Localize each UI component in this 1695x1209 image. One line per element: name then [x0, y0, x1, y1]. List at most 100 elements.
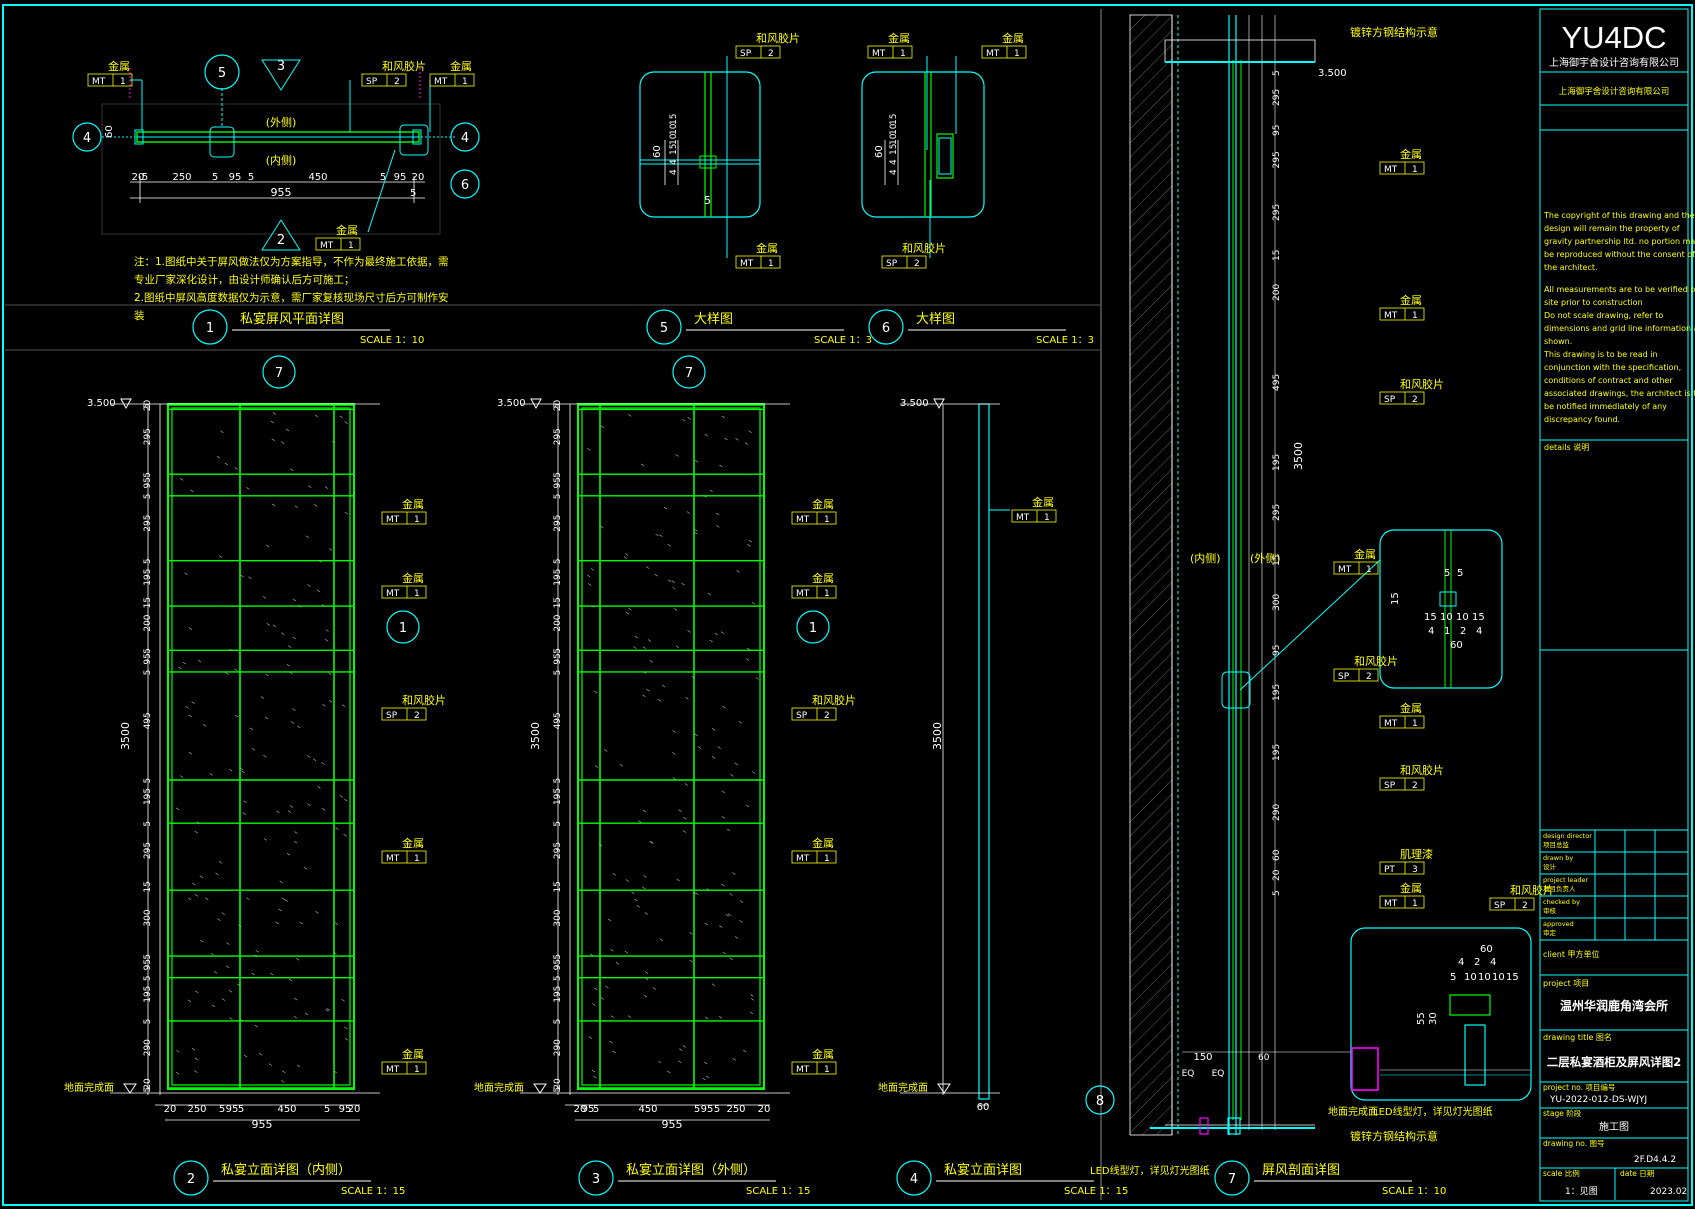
- dim: 5: [553, 1019, 563, 1025]
- tb-row-label: 审定: [1543, 928, 1557, 937]
- dim: 955: [662, 1118, 683, 1131]
- dim: 15: [1390, 592, 1401, 605]
- dim: 200: [1272, 284, 1282, 301]
- note-en-line: conjunction with the specification,: [1544, 363, 1681, 372]
- dim: 10: [1492, 972, 1505, 983]
- material-no: 1: [768, 259, 774, 269]
- dim: 5: [143, 494, 153, 500]
- dim: 450: [308, 172, 327, 183]
- copyright-line: design will remain the property of: [1544, 224, 1680, 233]
- view-title: 私宴立面详图（内侧）: [221, 1162, 351, 1178]
- floor-label: 地面完成面: [474, 1081, 524, 1094]
- note-line: 2.图纸中屏风高度数据仅为示意，需厂家复核现场尺寸后方可制作安: [134, 291, 449, 304]
- dim: 10: [1464, 972, 1477, 983]
- copyright-line: The copyright of this drawing and the: [1543, 211, 1695, 220]
- material-no: 1: [414, 589, 420, 599]
- dim: 295: [143, 842, 153, 859]
- dim: 95: [553, 959, 563, 970]
- view-scale: SCALE 1：3: [814, 335, 872, 346]
- project-no: YU-2022-012-DS-WJYJ: [1549, 1095, 1647, 1105]
- view-scale: SCALE 1：10: [1382, 1186, 1446, 1197]
- dim: 290: [553, 1039, 563, 1056]
- dim: 295: [143, 428, 153, 445]
- dim: 300: [553, 909, 563, 926]
- label: (内侧): [266, 153, 297, 167]
- label: 镀锌方钢结构示意: [1350, 1129, 1438, 1143]
- dim: 295: [1272, 89, 1282, 106]
- material-no: 1: [120, 77, 126, 87]
- material-name: 金属: [1400, 881, 1422, 895]
- label: date 日期: [1620, 1169, 1654, 1178]
- material-no: 1: [1366, 565, 1372, 575]
- material-name: 金属: [1002, 31, 1024, 45]
- dim: 60: [652, 145, 663, 158]
- dim: 15: [1272, 555, 1282, 566]
- dim: 5: [238, 1104, 244, 1115]
- label: 3.500: [1318, 68, 1347, 79]
- stage: 施工图: [1599, 1120, 1629, 1133]
- dim: 55: [1416, 1012, 1427, 1025]
- note-line: 注：1.图纸中关于屏风做法仅为方案指导，不作为最终施工依据，需: [134, 255, 449, 268]
- dim: 95: [143, 959, 153, 970]
- dim: 5: [714, 1104, 720, 1115]
- drawing-title: 二层私宴酒柜及屏风详图2: [1547, 1055, 1682, 1069]
- date: 2023.02: [1650, 1187, 1687, 1197]
- material-code: MT: [1384, 165, 1398, 175]
- callout-number: 8: [1096, 1094, 1104, 1109]
- material-name: 金属: [402, 836, 424, 850]
- dim: 195: [1272, 454, 1282, 471]
- view-scale: SCALE 1：15: [341, 1186, 405, 1197]
- note-en-line: This drawing is to be read in: [1543, 350, 1658, 359]
- dim: 5: [143, 954, 153, 960]
- dim: 2: [1474, 957, 1480, 968]
- label: (内侧): [1190, 551, 1221, 565]
- dim: 295: [1272, 504, 1282, 521]
- dim: 5: [553, 494, 563, 500]
- tb-row-label: 项目负责人: [1543, 884, 1576, 893]
- dim: 60: [977, 1102, 990, 1113]
- material-code: MT: [1016, 513, 1030, 523]
- material-no: 1: [824, 1065, 830, 1075]
- title-block-border: [1540, 9, 1688, 1201]
- material-no: 1: [1412, 165, 1418, 175]
- note-en-line: discrepancy found.: [1544, 415, 1620, 424]
- material-name: 和风胶片: [812, 693, 856, 707]
- material-no: 2: [1412, 395, 1418, 405]
- dim: 5: [143, 558, 153, 564]
- material-no: 3: [1412, 865, 1418, 875]
- label: drawing no. 图号: [1543, 1139, 1605, 1148]
- dim: 955: [252, 1118, 273, 1131]
- material-no: 1: [348, 241, 354, 251]
- material-code: SP: [366, 77, 378, 87]
- dim: 150: [1193, 1052, 1212, 1063]
- copyright-line: be reproduced without the consent of: [1544, 250, 1695, 259]
- material-no: 1: [462, 77, 468, 87]
- dim: 5: [553, 1087, 563, 1093]
- dim: 250: [726, 1104, 745, 1115]
- material-no: 1: [824, 854, 830, 864]
- tb-row-label: 审核: [1543, 906, 1557, 915]
- elevation-grid: 5202955955295519515200595549551955295153…: [553, 400, 764, 1093]
- dim: 290: [143, 1039, 153, 1056]
- material-no: 2: [824, 711, 830, 721]
- view-scale: SCALE 1：3: [1036, 335, 1094, 346]
- dim: 5: [410, 188, 416, 199]
- callout-number: 1: [206, 321, 214, 336]
- dim: 295: [143, 515, 153, 532]
- material-name: 金属: [402, 1047, 424, 1061]
- dim: 20: [348, 1104, 361, 1115]
- tb-row-label: drawn by: [1543, 854, 1573, 862]
- dim: 195: [143, 788, 153, 805]
- elevation-3-outer: [520, 404, 790, 1120]
- label: drawing title 图名: [1543, 1032, 1612, 1042]
- dim: 60: [1450, 640, 1463, 651]
- material-no: 1: [1412, 899, 1418, 909]
- dim: 5: [143, 821, 153, 827]
- dim: 5: [553, 670, 563, 676]
- dim: 20: [553, 400, 563, 412]
- dim: 20: [758, 1104, 771, 1115]
- material-no: 2: [768, 49, 774, 59]
- dim: 95: [1272, 125, 1282, 136]
- material-no: 1: [900, 49, 906, 59]
- label: 3.500: [900, 398, 929, 409]
